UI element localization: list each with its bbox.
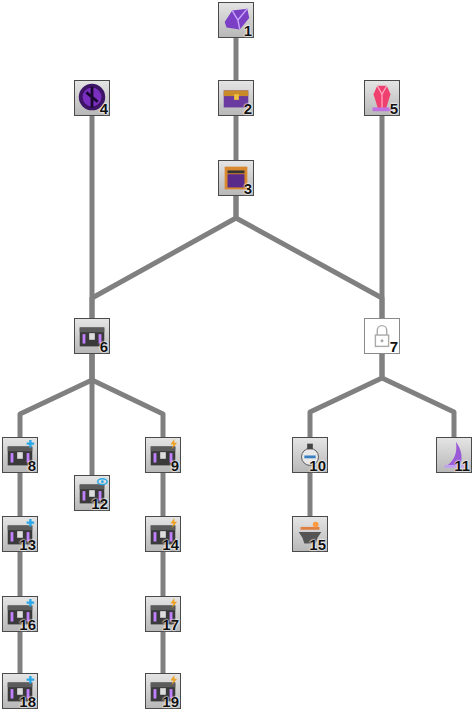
tree-connector: [310, 354, 382, 437]
node-number: 9: [171, 458, 179, 473]
node-number: 12: [91, 496, 108, 511]
tree-connector: [18, 473, 23, 516]
skill-node: 4: [74, 80, 110, 116]
skill-node: 18: [2, 673, 38, 709]
tree-connector: [234, 116, 239, 160]
node-number: 3: [244, 181, 252, 196]
tree-connector: [161, 473, 166, 516]
skill-node: 1: [218, 2, 254, 38]
skill-node: 15: [292, 516, 328, 552]
tree-connector: [92, 354, 163, 437]
node-number: 14: [162, 537, 179, 552]
skill-node: 16: [2, 596, 38, 632]
tree-connector: [380, 116, 385, 318]
skill-node: 3: [218, 160, 254, 196]
skill-node: 10: [292, 437, 328, 473]
node-number: 17: [162, 617, 179, 632]
skill-node: 8: [2, 437, 38, 473]
skill-node: 9: [145, 437, 181, 473]
skill-node: 11: [436, 437, 472, 473]
skill-node: 17: [145, 596, 181, 632]
tree-connector: [236, 196, 382, 318]
skill-node: 2: [218, 80, 254, 116]
tree-connector: [18, 552, 23, 596]
tree-connector: [234, 38, 239, 80]
skill-node: 6: [74, 318, 110, 354]
skill-node: 5: [364, 80, 400, 116]
tree-connector: [161, 632, 166, 673]
node-number: 6: [100, 339, 108, 354]
node-number: 7: [390, 339, 398, 354]
node-number: 10: [309, 458, 326, 473]
tree-connector: [18, 632, 23, 673]
node-number: 8: [28, 458, 36, 473]
skill-node: 13: [2, 516, 38, 552]
node-number: 2: [244, 101, 252, 116]
node-number: 16: [19, 617, 36, 632]
tree-connector: [90, 116, 95, 318]
skill-node: 7: [364, 318, 400, 354]
skill-node: 19: [145, 673, 181, 709]
node-number: 11: [454, 458, 470, 473]
skill-node: 14: [145, 516, 181, 552]
tree-connector: [92, 196, 236, 318]
tree-connector: [382, 354, 454, 437]
skill-node: 12: [74, 475, 110, 511]
tree-connector: [161, 552, 166, 596]
node-number: 15: [309, 537, 326, 552]
node-number: 5: [390, 101, 398, 116]
node-number: 19: [162, 694, 179, 709]
tree-connector: [20, 354, 92, 437]
tree-connector: [308, 473, 313, 516]
node-number: 4: [100, 101, 108, 116]
node-number: 18: [19, 694, 36, 709]
node-number: 1: [244, 23, 252, 38]
node-number: 13: [19, 537, 36, 552]
